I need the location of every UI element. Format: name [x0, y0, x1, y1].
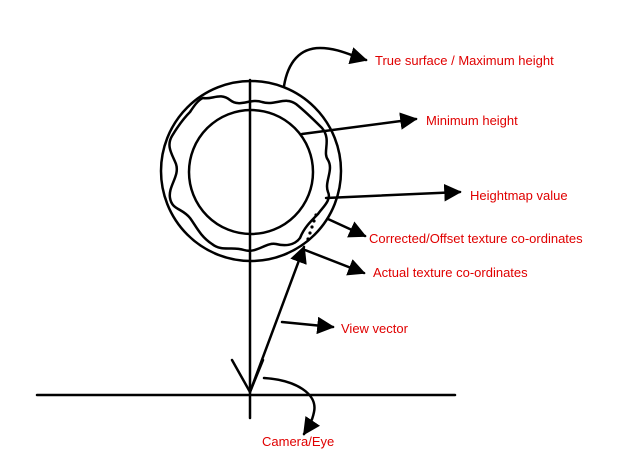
label-heightmap-value: Heightmap value [470, 188, 568, 203]
heightmap-contour [168, 95, 332, 253]
inner-circle-min-height [187, 108, 315, 236]
label-minimum-height: Minimum height [426, 113, 518, 128]
camera-arrowhead [230, 358, 265, 394]
pointer-min-height [300, 112, 418, 136]
pointer-actual [303, 248, 366, 276]
label-corrected-offset: Corrected/Offset texture co-ordinates [369, 231, 583, 246]
label-actual-coords: Actual texture co-ordinates [373, 265, 528, 280]
label-view-vector: View vector [341, 321, 408, 336]
pointer-true-surface [282, 46, 368, 88]
offset-dots [306, 213, 318, 241]
pointer-view-vector [280, 316, 335, 335]
pointer-offset [326, 217, 367, 238]
pointer-camera [262, 376, 321, 436]
outer-circle-max-height [159, 79, 343, 263]
pointer-heightmap [324, 183, 462, 202]
label-true-surface: True surface / Maximum height [375, 53, 554, 68]
label-camera-eye: Camera/Eye [262, 434, 335, 449]
